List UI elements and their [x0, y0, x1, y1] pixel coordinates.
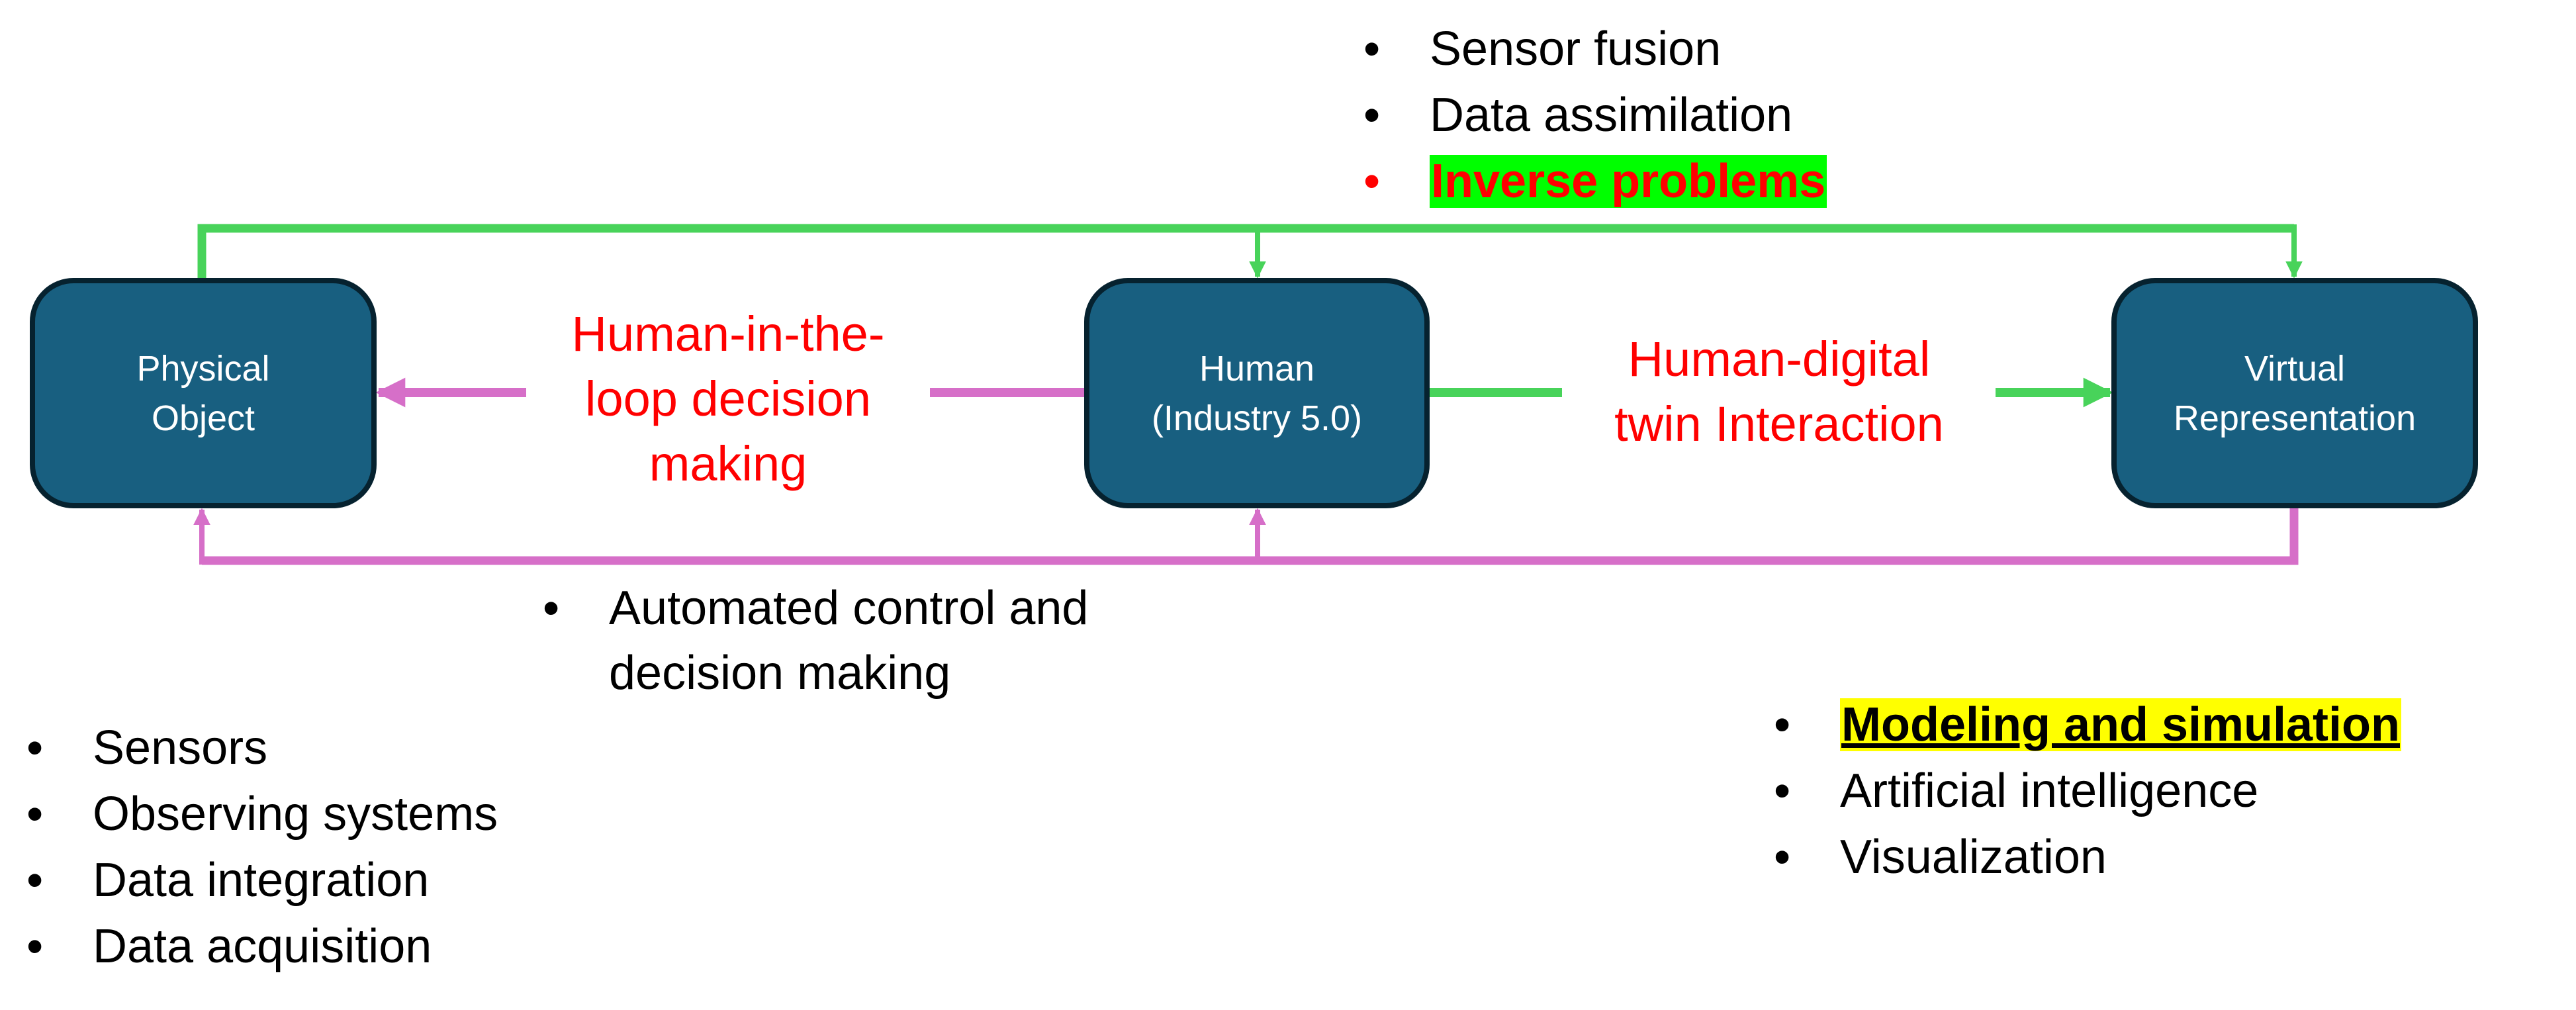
- top-green-connector: [197, 224, 2303, 279]
- list-item: • Automated control and decision making: [543, 576, 1152, 706]
- label-line2: twin Interaction: [1614, 396, 1944, 451]
- node-box: [2111, 278, 2478, 508]
- list-item-text: Data integration: [93, 854, 430, 907]
- node-box: [30, 278, 377, 508]
- node-label-line1: Human: [1199, 349, 1314, 389]
- list-item-highlighted: • Inverse problems: [1363, 148, 1827, 214]
- bullet-icon: •: [1363, 89, 1381, 142]
- list-item-text: Observing systems: [93, 788, 498, 841]
- list-item: • Visualization: [1774, 824, 2401, 890]
- list-item: • Observing systems: [26, 781, 498, 847]
- label-line3: making: [649, 436, 807, 491]
- list-item: • Data integration: [26, 847, 498, 913]
- node-box: [1084, 278, 1430, 508]
- top-green-line: [197, 224, 2294, 278]
- physical-capabilities-list: • Sensors • Observing systems • Data integr…: [26, 715, 498, 980]
- bullet-icon: •: [1774, 698, 1791, 751]
- bottom-pink-line: [202, 508, 2299, 565]
- list-item-text: Artificial intelligence: [1840, 764, 2259, 817]
- node-human[interactable]: Human (Industry 5.0): [1084, 278, 1430, 508]
- list-item: • Sensors: [26, 715, 498, 781]
- list-item-text: Modeling and simulation: [1840, 698, 2401, 751]
- virtual-capabilities-list: • Modeling and simulation • Artificial int…: [1774, 692, 2401, 890]
- node-virtual-representation[interactable]: Virtual Representation: [2111, 278, 2478, 508]
- node-label-line1: Virtual: [2244, 349, 2345, 389]
- node-physical-object[interactable]: Physical Object: [30, 278, 377, 508]
- list-item-text: Data acquisition: [93, 920, 432, 973]
- list-item: • Sensor fusion: [1363, 16, 1827, 82]
- list-item-highlighted: • Modeling and simulation: [1774, 692, 2401, 758]
- data-fusion-list: • Sensor fusion • Data assimilation • Inver…: [1363, 16, 1827, 214]
- list-item-text: Automated control and decision making: [609, 582, 1089, 700]
- bullet-icon: •: [1363, 155, 1381, 208]
- bullet-icon: •: [543, 582, 560, 635]
- list-item: • Artificial intelligence: [1774, 758, 2401, 824]
- label-line1: Human-digital: [1628, 332, 1931, 387]
- bullet-icon: •: [1363, 23, 1381, 75]
- node-label-line1: Physical: [136, 349, 269, 389]
- bullet-icon: •: [26, 854, 44, 907]
- bullet-icon: •: [1774, 764, 1791, 817]
- label-line1: Human-in-the-: [572, 306, 885, 361]
- list-item-text: Inverse problems: [1430, 155, 1827, 208]
- label-human-in-the-loop: Human-in-the- loop decision making: [572, 306, 885, 491]
- list-item: • Data acquisition: [26, 913, 498, 980]
- bullet-icon: •: [26, 920, 44, 973]
- label-human-digital-twin: Human-digital twin Interaction: [1614, 332, 1944, 451]
- bottom-pink-connector: [193, 508, 2299, 565]
- node-label-line2: (Industry 5.0): [1152, 398, 1362, 438]
- node-label-line2: Representation: [2174, 398, 2416, 438]
- list-item-text: Sensors: [93, 721, 268, 774]
- list-item-text: Sensor fusion: [1430, 23, 1722, 75]
- bullet-icon: •: [26, 721, 44, 774]
- list-item-text: Data assimilation: [1430, 89, 1793, 142]
- bullet-icon: •: [26, 788, 44, 841]
- node-label-line2: Object: [152, 398, 255, 438]
- label-line2: loop decision: [585, 371, 871, 426]
- automated-control-list: • Automated control and decision making: [543, 576, 1152, 706]
- list-item: • Data assimilation: [1363, 82, 1827, 148]
- bullet-icon: •: [1774, 831, 1791, 884]
- list-item-text: Visualization: [1840, 831, 2107, 884]
